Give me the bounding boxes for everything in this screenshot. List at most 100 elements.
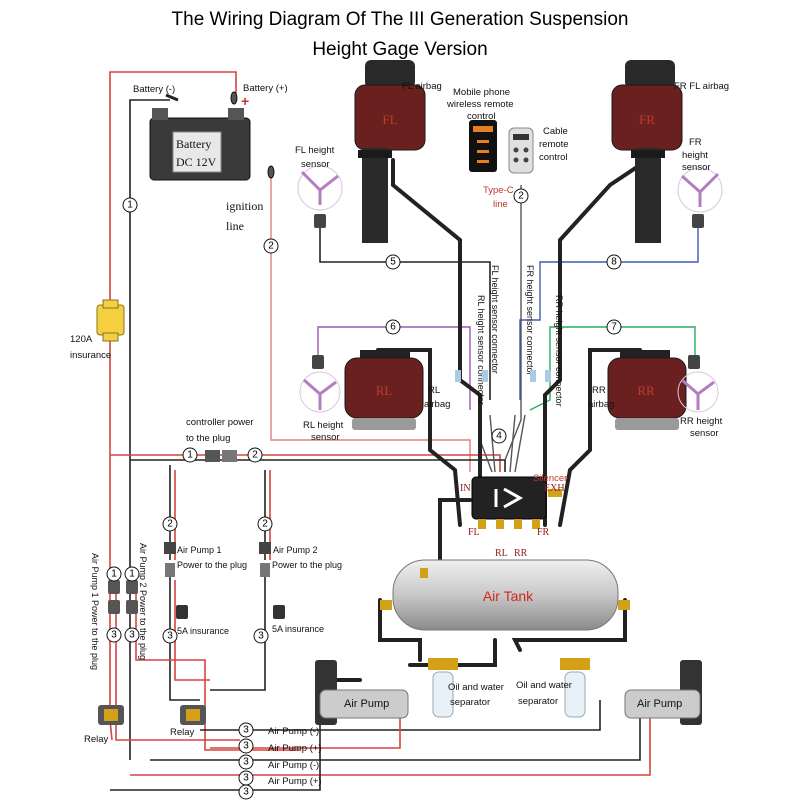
- wire-marker-2: 2: [247, 447, 263, 463]
- fuse-120a-sublabel: insurance: [70, 350, 111, 361]
- battery: Battery DC 12V: [149, 108, 251, 181]
- height-sensor-fl-label: FL height: [295, 145, 335, 156]
- svg-text:2: 2: [518, 191, 524, 202]
- wire-marker-3: 3: [253, 628, 269, 644]
- svg-text:2: 2: [252, 450, 258, 461]
- height-sensor-fr-label: FR: [689, 137, 702, 148]
- pump2-vertical-label: Air Pump 2 Power to the plug: [138, 543, 148, 660]
- battery-pos-label: Battery (+): [243, 83, 288, 94]
- connector-plugs-icon: [455, 370, 551, 382]
- svg-text:6: 6: [390, 322, 396, 333]
- bottom-label-pump-neg-1: Air Pump (-): [268, 726, 319, 737]
- pump2-plug-icon: [259, 542, 271, 577]
- svg-text:3: 3: [243, 741, 249, 752]
- controller-power-label-line2: to the plug: [186, 433, 230, 444]
- svg-text:8: 8: [611, 257, 617, 268]
- typec-label-line2: line: [493, 199, 508, 210]
- fuse-5a-left-label: 5A insurance: [177, 626, 229, 636]
- airbag-rr-label: RR: [592, 385, 606, 396]
- cable-remote-icon: [508, 127, 534, 174]
- svg-text:2: 2: [268, 241, 274, 252]
- wire-marker-5: 5: [385, 254, 401, 270]
- separator-left-label: Oil and water: [448, 682, 504, 693]
- cable-remote-label-line1: Cable: [543, 126, 568, 137]
- airbag-rr: RR: [607, 350, 687, 430]
- connector-fl-label: FL height sensor connector: [490, 265, 500, 374]
- diagram-title-line2: Height Gage Version: [312, 39, 487, 60]
- separator-right-sublabel: separator: [518, 696, 558, 707]
- wire-marker-3: 3: [162, 628, 178, 644]
- controller-port-rr: RR: [514, 548, 528, 559]
- airbag-rl: RL: [344, 350, 424, 430]
- battery-voltage: DC 12V: [176, 155, 217, 169]
- svg-text:3: 3: [111, 630, 117, 641]
- wire-marker-4: 4: [491, 428, 507, 444]
- fuse-120a-icon: [96, 299, 125, 342]
- battery-neg-label: Battery (-): [133, 84, 175, 95]
- cable-remote-label-line3: control: [539, 152, 568, 163]
- bottom-label-pump-neg-2: Air Pump (-): [268, 760, 319, 771]
- svg-text:2: 2: [262, 519, 268, 530]
- svg-text:1: 1: [111, 569, 117, 580]
- height-sensor-rr-label: RR height: [680, 416, 723, 427]
- controller-exh-port: EXH: [544, 483, 565, 494]
- svg-text:1: 1: [129, 569, 135, 580]
- airbag-rl-label: RL: [428, 385, 440, 396]
- connector-rr-label: RR height sensor connector: [554, 295, 564, 407]
- airbag-rl-mark: RL: [376, 383, 393, 398]
- ignition-label-line2: line: [226, 219, 244, 233]
- controller-port-fr: FR: [537, 527, 550, 538]
- wire-marker-6: 6: [385, 319, 401, 335]
- cable-remote-label-line2: remote: [539, 139, 569, 150]
- wire-marker-3: 3: [238, 754, 254, 770]
- relay-right-icon: [180, 705, 206, 725]
- wire-marker-2: 2: [263, 238, 279, 254]
- height-sensor-fr-icon: [677, 167, 723, 228]
- wire-marker-2: 2: [257, 516, 273, 532]
- svg-text:3: 3: [243, 725, 249, 736]
- wire-number-markers: 1 2 2 5 8 6 7 4 1 2 2 2 1 1 3 3 3 3 3 3 …: [106, 188, 622, 800]
- separator-right-label: Oil and water: [516, 680, 572, 691]
- controller-unit: [471, 476, 562, 529]
- air-pump-left-label: Air Pump: [344, 698, 389, 710]
- separator-left-icon: [428, 658, 458, 718]
- mobile-remote-label-line3: control: [467, 111, 496, 122]
- ignition-label-line1: ignition: [226, 199, 263, 213]
- wire-marker-3: 3: [106, 627, 122, 643]
- airbag-fl-label: FL airbag: [402, 81, 442, 92]
- airbag-fr-label: FR FL airbag: [674, 81, 729, 92]
- wire-marker-3: 3: [238, 722, 254, 738]
- battery-label: Battery: [176, 137, 211, 151]
- height-sensor-rl-label: RL height: [303, 420, 344, 431]
- bottom-label-pump-pos-1: Air Pump (+): [268, 743, 322, 754]
- svg-text:3: 3: [129, 630, 135, 641]
- air-pump-left: Air Pump: [315, 660, 409, 725]
- svg-text:2: 2: [167, 519, 173, 530]
- battery-plus-sign: +: [241, 93, 249, 109]
- air-pump-right: Air Pump: [624, 660, 702, 725]
- height-sensor-fr-sublabel: height: [682, 150, 708, 161]
- separator-left-sublabel: separator: [450, 697, 490, 708]
- svg-text:1: 1: [187, 450, 193, 461]
- svg-text:3: 3: [243, 757, 249, 768]
- svg-text:3: 3: [243, 773, 249, 784]
- relay-left-icon: [98, 705, 124, 725]
- controller-in-port: IN: [460, 483, 471, 494]
- wire-marker-2: 2: [162, 516, 178, 532]
- mobile-remote-label-line2: wireless remote: [446, 99, 514, 110]
- controller-plug-icon: [205, 450, 237, 462]
- airbag-fr-mark: FR: [639, 112, 655, 127]
- pump1-plug-label: Air Pump 1: [177, 545, 222, 555]
- bottom-label-pump-pos-2: Air Pump (+): [268, 776, 322, 787]
- controller-port-fl: FL: [468, 527, 480, 538]
- connector-rl-label: RL height sensor connector: [476, 295, 486, 405]
- svg-text:7: 7: [611, 322, 617, 333]
- wire-marker-7: 7: [606, 319, 622, 335]
- connector-fr-label: FR height sensor connector: [525, 265, 535, 376]
- pump2-plug-sublabel: Power to the plug: [272, 560, 342, 570]
- pump1-vertical-label: Air Pump 1 Power to the plug: [90, 553, 100, 670]
- svg-text:3: 3: [258, 631, 264, 642]
- pump2-plug-label: Air Pump 2: [273, 545, 318, 555]
- air-hoses: [328, 158, 642, 682]
